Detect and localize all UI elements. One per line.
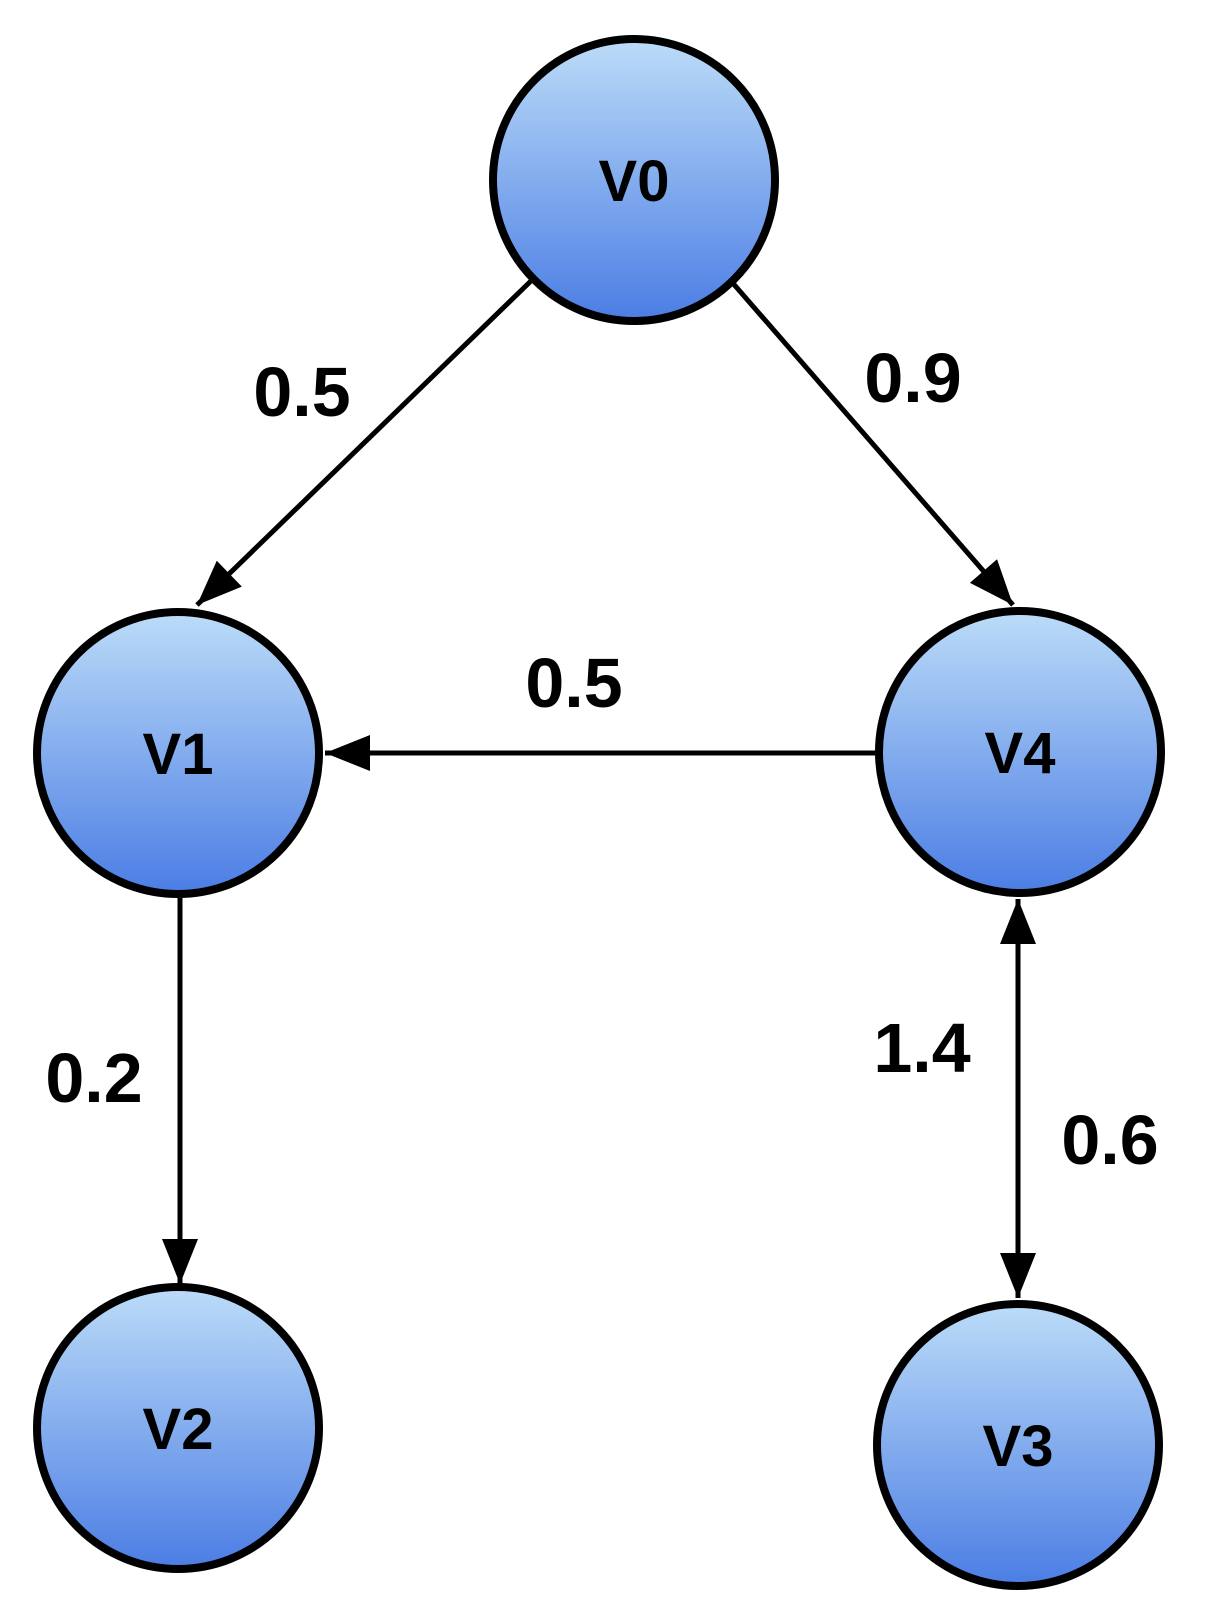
node-v0-circle (489, 35, 779, 325)
nodes: V0 V1 V4 V2 V3 (33, 35, 1165, 1590)
node-v4-label: V4 (985, 721, 1056, 786)
node-v0: V0 (489, 35, 779, 325)
node-v1: V1 (33, 608, 323, 898)
node-v1-label: V1 (143, 722, 214, 787)
node-v2-circle (33, 1283, 323, 1573)
edge-weight-v3-v4: 1.4 (873, 1009, 970, 1087)
node-v2-label: V2 (143, 1397, 214, 1462)
edge-v0-v1-line (195, 277, 535, 607)
edge-weight-v4-v3: 0.6 (1061, 1101, 1158, 1179)
edge-weight-v0-v4: 0.9 (864, 339, 961, 417)
node-v3-label: V3 (983, 1414, 1054, 1479)
node-v4-circle (875, 607, 1165, 897)
edges (162, 277, 1036, 1298)
node-v0-label: V0 (599, 149, 670, 214)
node-v2: V2 (33, 1283, 323, 1573)
node-v4: V4 (875, 607, 1165, 897)
edge-weight-v0-v1: 0.5 (253, 353, 350, 431)
edge-v0-v4-line (729, 279, 1015, 607)
edge-weight-v4-v1: 0.5 (525, 644, 622, 722)
node-v3: V3 (873, 1300, 1163, 1590)
node-v3-circle (873, 1300, 1163, 1590)
edge-weight-v1-v2: 0.2 (45, 1039, 142, 1117)
node-v1-circle (33, 608, 323, 898)
edge-labels: 0.5 0.9 0.5 0.2 1.4 0.6 (45, 339, 1158, 1179)
